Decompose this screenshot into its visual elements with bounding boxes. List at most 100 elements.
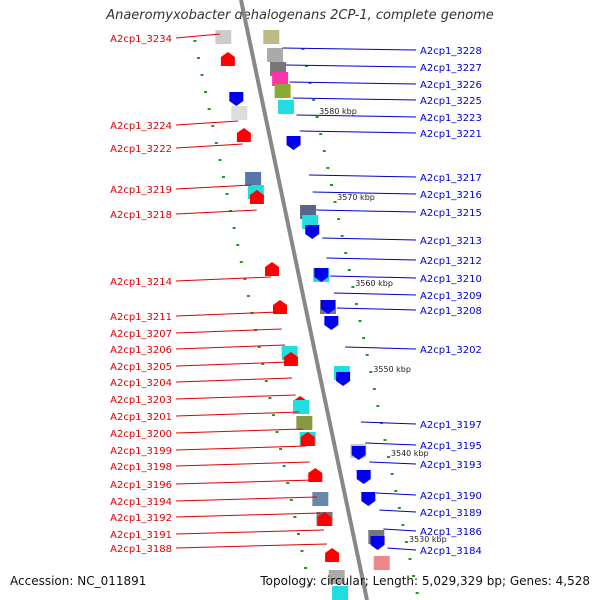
right-gene-label: A2cp1_3223 bbox=[420, 113, 482, 124]
right-gene-leader bbox=[387, 547, 417, 551]
gene-feature bbox=[231, 106, 248, 120]
left-gene-label: A2cp1_3198 bbox=[110, 462, 172, 473]
gene-arrow bbox=[308, 468, 323, 482]
track-tick bbox=[397, 507, 401, 509]
track-tick bbox=[193, 40, 197, 42]
track-tick bbox=[261, 363, 265, 365]
map-title: Anaeromyxobacter dehalogenans 2CP-1, com… bbox=[106, 8, 494, 23]
left-gene-leader bbox=[175, 184, 252, 190]
track-tick bbox=[218, 159, 222, 161]
right-gene-leader bbox=[369, 461, 417, 465]
track-tick bbox=[196, 57, 200, 59]
left-gene-leader bbox=[175, 377, 293, 383]
right-gene-leader bbox=[345, 346, 417, 350]
track-tick bbox=[412, 575, 416, 577]
gene-arrow bbox=[286, 136, 301, 150]
left-gene-leader bbox=[175, 394, 296, 400]
right-gene-label: A2cp1_3213 bbox=[420, 236, 482, 247]
left-gene-leader bbox=[175, 529, 324, 535]
gene-arrow bbox=[236, 128, 251, 142]
track-tick bbox=[340, 235, 344, 237]
track-tick bbox=[415, 592, 419, 594]
accession-label: Accession: NC_011891 bbox=[10, 574, 147, 588]
track-tick bbox=[275, 431, 279, 433]
track-tick bbox=[369, 371, 373, 373]
right-gene-label: A2cp1_3226 bbox=[420, 80, 482, 91]
left-gene-label: A2cp1_3211 bbox=[110, 312, 172, 323]
track-tick bbox=[394, 490, 398, 492]
left-gene-label: A2cp1_3206 bbox=[110, 345, 172, 356]
track-tick bbox=[214, 142, 218, 144]
left-gene-leader bbox=[175, 33, 220, 39]
right-gene-label: A2cp1_3221 bbox=[420, 129, 482, 140]
track-tick bbox=[372, 388, 376, 390]
gene-feature bbox=[267, 48, 284, 62]
gene-arrow bbox=[317, 512, 332, 526]
scale-label: 3570 kbp bbox=[337, 193, 375, 202]
gene-arrow bbox=[249, 190, 264, 204]
left-gene-leader bbox=[175, 328, 282, 334]
right-gene-leader bbox=[296, 114, 417, 118]
right-gene-leader bbox=[285, 64, 417, 68]
scale-label: 3530 kbp bbox=[409, 535, 447, 544]
left-gene-leader bbox=[175, 143, 243, 149]
right-gene-leader bbox=[316, 209, 417, 213]
left-gene-label: A2cp1_3205 bbox=[110, 362, 172, 373]
right-gene-label: A2cp1_3195 bbox=[420, 441, 482, 452]
right-gene-label: A2cp1_3228 bbox=[420, 46, 482, 57]
track-tick bbox=[333, 201, 337, 203]
right-gene-leader bbox=[365, 442, 417, 446]
track-tick bbox=[243, 278, 247, 280]
track-tick bbox=[279, 448, 283, 450]
track-tick bbox=[211, 125, 215, 127]
right-gene-leader bbox=[309, 174, 417, 178]
track-tick bbox=[362, 337, 366, 339]
left-gene-leader bbox=[175, 512, 321, 518]
left-gene-label: A2cp1_3194 bbox=[110, 497, 172, 508]
track-tick bbox=[390, 473, 394, 475]
gene-arrow bbox=[229, 92, 244, 106]
right-gene-label: A2cp1_3208 bbox=[420, 306, 482, 317]
left-gene-label: A2cp1_3203 bbox=[110, 395, 172, 406]
left-gene-label: A2cp1_3199 bbox=[110, 446, 172, 457]
right-gene-label: A2cp1_3202 bbox=[420, 345, 482, 356]
right-gene-label: A2cp1_3189 bbox=[420, 508, 482, 519]
gene-feature bbox=[312, 492, 329, 506]
track-tick bbox=[232, 227, 236, 229]
right-gene-label: A2cp1_3197 bbox=[420, 420, 482, 431]
right-gene-label: A2cp1_3190 bbox=[420, 491, 482, 502]
left-gene-leader bbox=[175, 445, 307, 451]
track-tick bbox=[304, 65, 308, 67]
gene-feature bbox=[263, 30, 280, 44]
gene-arrow bbox=[300, 432, 315, 446]
left-gene-leader bbox=[175, 120, 239, 126]
right-gene-leader bbox=[375, 492, 417, 496]
right-gene-label: A2cp1_3212 bbox=[420, 256, 482, 267]
right-gene-leader bbox=[326, 257, 417, 261]
gene-arrow bbox=[361, 492, 376, 506]
track-tick bbox=[312, 99, 316, 101]
track-tick bbox=[200, 74, 204, 76]
track-tick bbox=[207, 108, 211, 110]
right-gene-label: A2cp1_3193 bbox=[420, 460, 482, 471]
gene-arrow bbox=[370, 536, 385, 550]
left-gene-leader bbox=[175, 344, 286, 350]
right-gene-label: A2cp1_3225 bbox=[420, 96, 482, 107]
right-gene-label: A2cp1_3216 bbox=[420, 190, 482, 201]
right-gene-leader bbox=[322, 237, 417, 241]
right-gene-leader bbox=[299, 130, 417, 134]
gene-feature bbox=[278, 100, 294, 114]
left-gene-label: A2cp1_3200 bbox=[110, 429, 172, 440]
left-gene-label: A2cp1_3224 bbox=[110, 121, 172, 132]
gene-feature bbox=[272, 72, 289, 86]
right-gene-leader bbox=[330, 275, 417, 279]
genome-backbone bbox=[239, 0, 369, 600]
track-tick bbox=[322, 150, 326, 152]
scale-label: 3580 kbp bbox=[319, 107, 357, 116]
left-gene-leader bbox=[175, 479, 314, 485]
topology-label: Topology: circular; Length: 5,029,329 bp… bbox=[260, 574, 590, 588]
left-gene-label: A2cp1_3219 bbox=[110, 185, 172, 196]
track-tick bbox=[387, 456, 391, 458]
gene-feature bbox=[328, 570, 345, 584]
track-tick bbox=[376, 405, 380, 407]
